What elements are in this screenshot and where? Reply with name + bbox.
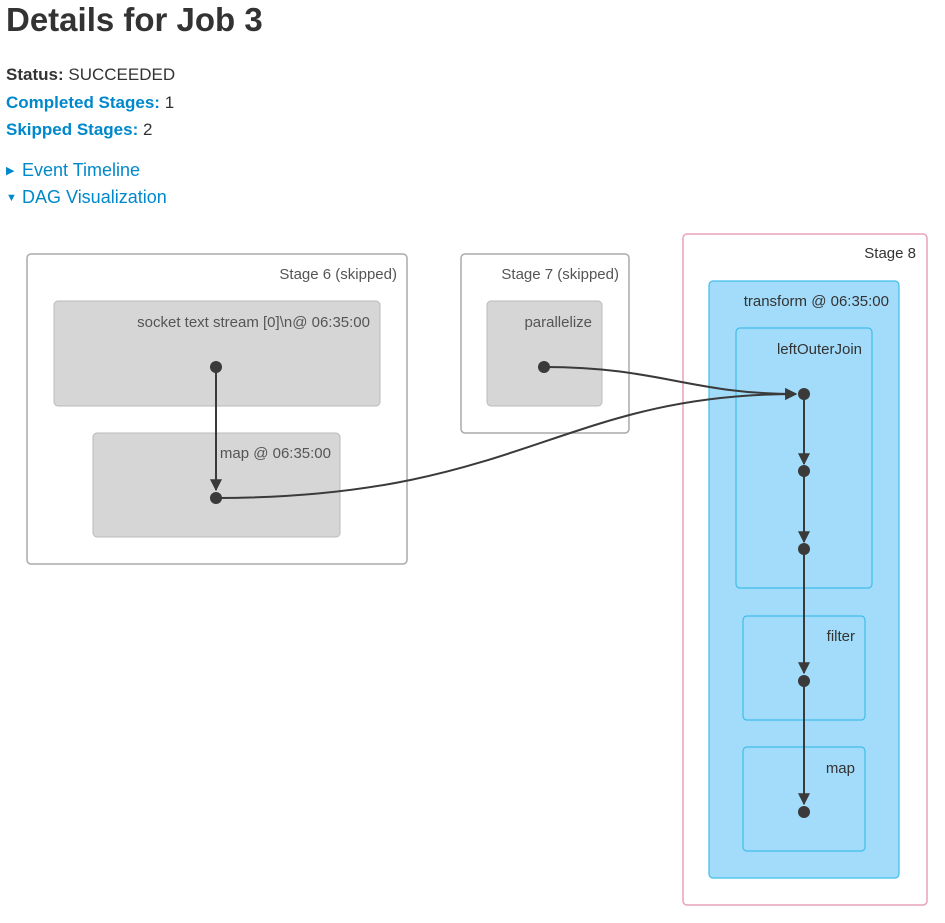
stage-8-map-label: map (826, 760, 855, 777)
dag-node[interactable] (798, 388, 810, 400)
status-label: Status: (6, 65, 64, 84)
job-summary: Status: SUCCEEDED Completed Stages: 1 Sk… (6, 64, 175, 147)
stage-6-map-label: map @ 06:35:00 (220, 445, 331, 462)
dag-node[interactable] (210, 361, 222, 373)
status-value: SUCCEEDED (68, 65, 176, 84)
caret-right-icon: ▶ (6, 165, 15, 177)
filter-label: filter (827, 628, 855, 645)
caret-down-icon: ▼ (6, 191, 17, 204)
dag-node[interactable] (798, 806, 810, 818)
event-timeline-toggle[interactable]: ▶ Event Timeline (6, 160, 140, 181)
skipped-stages-row: Skipped Stages: 2 (6, 119, 175, 147)
status-row: Status: SUCCEEDED (6, 64, 175, 92)
dag-edges (210, 366, 810, 806)
stage-7-label: Stage 7 (skipped) (501, 266, 619, 283)
edge-parallelize-to-left-outer-join (543, 366, 798, 400)
dag-node[interactable] (538, 361, 550, 373)
stage-8-label: Stage 8 (864, 245, 916, 262)
dag-node[interactable] (210, 492, 222, 504)
edge-map-to-left-outer-join (215, 388, 798, 499)
skipped-stages-link[interactable]: Skipped Stages: (6, 120, 139, 139)
dag-node[interactable] (798, 543, 810, 555)
socket-text-stream-label: socket text stream [0]\n@ 06:35:00 (137, 314, 370, 331)
dag-nodes (210, 361, 810, 818)
skipped-stages-value: 2 (143, 120, 153, 139)
transform-label: transform @ 06:35:00 (744, 293, 889, 310)
left-outer-join-label: leftOuterJoin (777, 341, 862, 358)
event-timeline-label: Event Timeline (22, 160, 141, 180)
parallelize-label: parallelize (524, 314, 592, 331)
completed-stages-value: 1 (164, 92, 175, 112)
stage-6-label: Stage 6 (skipped) (279, 266, 397, 283)
page-title: Details for Job 3 (6, 1, 263, 38)
dag-visualization-toggle[interactable]: ▼ DAG Visualization (6, 187, 167, 208)
stage-7-op-parallelize[interactable]: parallelize (486, 300, 603, 407)
completed-stages-row: Completed Stages: 1 (6, 92, 175, 120)
dag-node[interactable] (798, 465, 810, 477)
dag-visualization-label: DAG Visualization (22, 187, 167, 207)
completed-stages-link[interactable]: Completed Stages: (6, 92, 160, 112)
dag-node[interactable] (798, 675, 810, 687)
